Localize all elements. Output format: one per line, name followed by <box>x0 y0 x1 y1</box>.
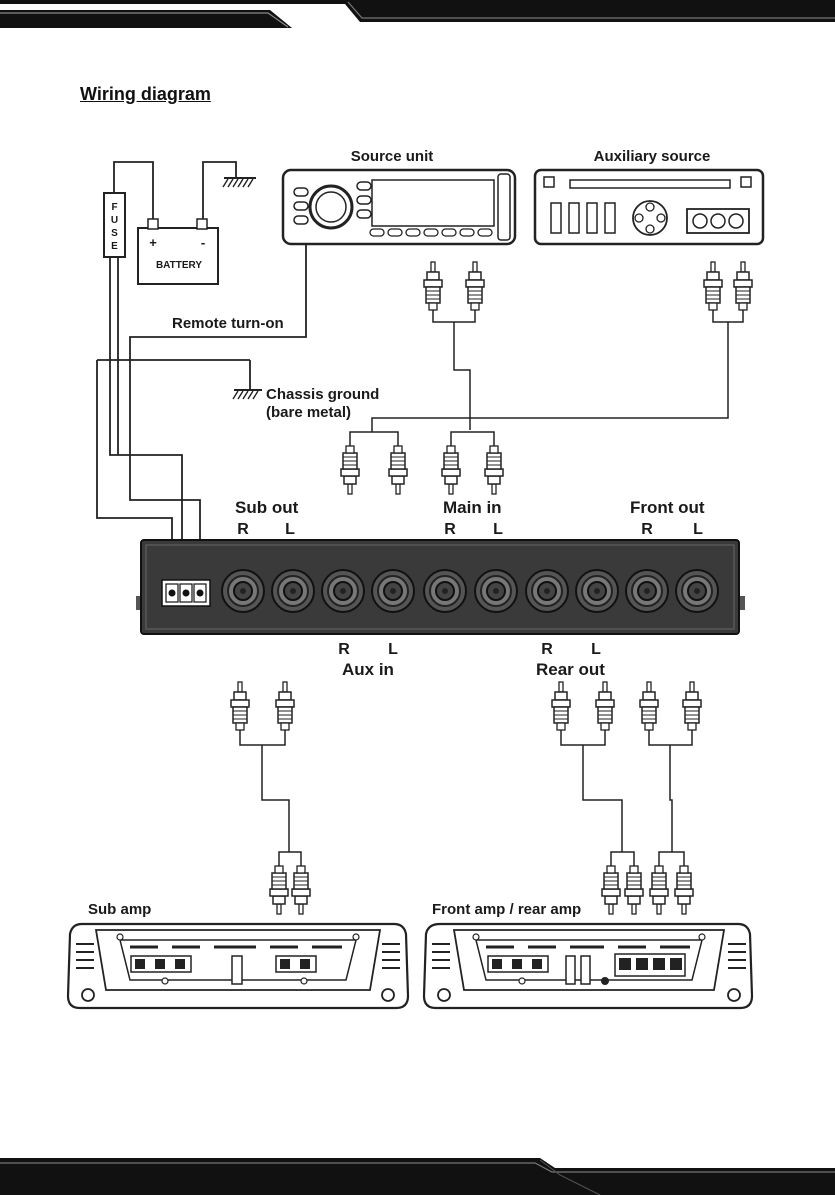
aux-in-left-label: L <box>388 641 398 658</box>
rca-jack <box>526 570 568 612</box>
rca-sub-out-pair <box>231 682 310 914</box>
rca-jack <box>676 570 718 612</box>
rca-front-out-pair <box>640 682 701 914</box>
fuse-letter-u: U <box>111 215 118 226</box>
main-in-left-label: L <box>493 521 503 538</box>
auxiliary-source <box>535 170 763 244</box>
remote-turn-on-label: Remote turn-on <box>172 315 284 332</box>
aux-in-right-label: R <box>338 641 350 658</box>
battery-minus-sign: - <box>201 235 205 250</box>
aux-in-label: Aux in <box>342 660 394 679</box>
rca-aux-in-pair <box>341 432 407 494</box>
chassis-ground-sublabel: (bare metal) <box>266 404 351 421</box>
front-rear-amp-label: Front amp / rear amp <box>432 901 581 918</box>
main-in-right-label: R <box>444 521 456 538</box>
fuse-letter-e: E <box>111 241 118 252</box>
fuse-letter-f: F <box>111 202 117 213</box>
sub-out-right-label: R <box>237 521 249 538</box>
footer-bar <box>0 1158 835 1195</box>
sub-amp-label: Sub amp <box>88 901 151 918</box>
sub-out-left-label: L <box>285 521 295 538</box>
front-out-label: Front out <box>630 498 705 517</box>
battery-plus-sign: + <box>149 235 157 250</box>
rca-jack <box>272 570 314 612</box>
front-rear-amplifier <box>424 924 752 1008</box>
rear-out-right-label: R <box>541 641 553 658</box>
rca-main-in-pair <box>442 432 503 494</box>
auxiliary-source-label: Auxiliary source <box>594 148 711 165</box>
fuse-letter-s: S <box>111 228 118 239</box>
header-bar <box>0 0 835 28</box>
ground-icon <box>223 178 256 187</box>
rca-jack <box>222 570 264 612</box>
battery: + - BATTERY <box>138 219 218 284</box>
battery-label: BATTERY <box>156 260 202 271</box>
fuse: F U S E <box>104 193 125 257</box>
source-unit-label: Source unit <box>351 148 434 165</box>
rca-jack <box>372 570 414 612</box>
rca-rear-out-pair <box>552 682 643 914</box>
main-in-label: Main in <box>443 498 502 517</box>
rca-source-unit-pair <box>424 262 484 430</box>
rear-out-label: Rear out <box>536 660 605 679</box>
source-unit <box>283 170 515 244</box>
sub-amplifier <box>68 924 408 1008</box>
chassis-ground-label: Chassis ground <box>266 386 379 403</box>
front-out-left-label: L <box>693 521 703 538</box>
sub-out-label: Sub out <box>235 498 299 517</box>
rca-jack <box>424 570 466 612</box>
rca-jack <box>576 570 618 612</box>
front-out-right-label: R <box>641 521 653 538</box>
chassis-ground-icon <box>233 390 262 399</box>
rca-jack <box>475 570 517 612</box>
rca-jack <box>626 570 668 612</box>
rca-jack <box>322 570 364 612</box>
rear-out-left-label: L <box>591 641 601 658</box>
